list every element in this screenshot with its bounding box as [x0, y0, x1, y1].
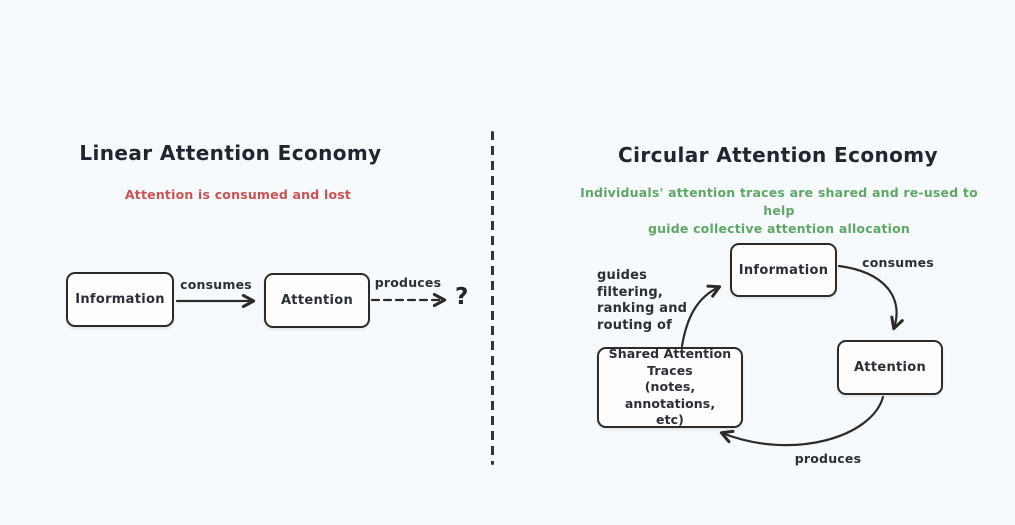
edge-label-consumes-linear: consumes	[180, 277, 252, 292]
node-shared-attention-traces: Shared Attention Traces (notes, annotati…	[597, 346, 743, 428]
circular-produces-arc	[719, 395, 885, 447]
edge-label-produces-linear: produces	[374, 275, 442, 290]
node-information-circular-label: Information	[738, 262, 829, 278]
node-attention-linear-label: Attention	[280, 293, 354, 308]
right-panel-title: Circular Attention Economy	[618, 143, 938, 167]
question-mark: ?	[455, 284, 469, 310]
node-attention-circular-label: Attention	[853, 360, 927, 375]
shared-traces-line-1: Shared Attention	[608, 346, 732, 362]
left-panel-title: Linear Attention Economy	[79, 141, 382, 165]
node-attention-linear: Attention	[264, 273, 370, 328]
node-information-linear: Information	[66, 272, 174, 327]
guides-label-line-1: guides filtering,	[597, 268, 663, 300]
edge-label-guides-circular: guides filtering, ranking and routing of	[597, 268, 717, 334]
shared-traces-line-4: etc)	[656, 412, 684, 428]
node-information-linear-label: Information	[75, 292, 165, 307]
left-subtitle: Attention is consumed and lost	[124, 187, 352, 202]
circular-consumes-arc	[837, 264, 904, 331]
edge-label-produces-circular: produces	[794, 451, 862, 466]
node-attention-circular: Attention	[837, 340, 943, 395]
guides-label-line-2: ranking and	[597, 301, 688, 316]
panel-divider-dashed-line	[491, 131, 494, 465]
guides-label-line-3: routing of	[597, 317, 672, 333]
edge-label-consumes-circular: consumes	[862, 255, 934, 270]
right-subtitle-line-2: guide collective attention allocation	[647, 221, 911, 236]
right-subtitle-line-1: Individuals' attention traces are shared…	[580, 185, 978, 218]
shared-traces-line-2: Traces	[647, 362, 693, 378]
node-information-circular: Information	[730, 243, 837, 297]
shared-traces-line-3: (notes, annotations,	[624, 379, 716, 411]
right-subtitle: Individuals' attention traces are shared…	[565, 184, 993, 238]
